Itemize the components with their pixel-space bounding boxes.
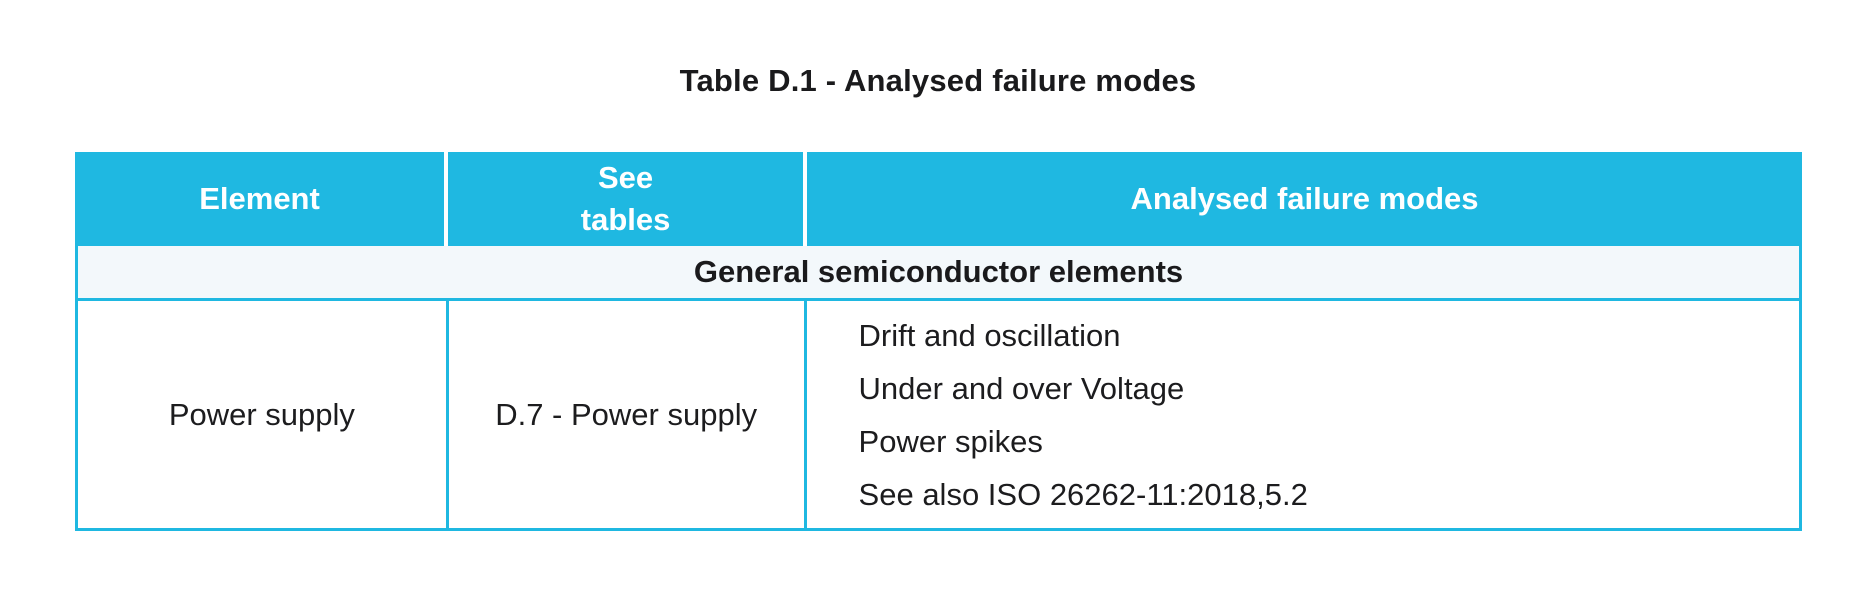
column-header-see-tables: See tables xyxy=(444,152,803,246)
column-header-element: Element xyxy=(75,152,444,246)
column-header-label: Analysed failure modes xyxy=(1130,181,1479,216)
column-header-label-line: tables xyxy=(580,202,671,237)
cell-failure-modes: Drift and oscillation Under and over Vol… xyxy=(803,301,1799,528)
table-header-row: Element See tables Analysed failure mode… xyxy=(75,152,1802,246)
column-header-label: Element xyxy=(199,181,320,216)
failure-mode-item: Under and over Voltage xyxy=(858,370,1185,406)
cell-element: Power supply xyxy=(168,396,355,432)
failure-mode-item: Drift and oscillation xyxy=(858,317,1121,353)
column-header-analysed-failure-modes: Analysed failure modes xyxy=(803,152,1802,246)
failure-mode-item: Power spikes xyxy=(858,423,1043,459)
table-row: Power supply D.7 - Power supply Drift an… xyxy=(78,301,1799,528)
table-caption: Table D.1 - Analysed failure modes xyxy=(679,63,1197,98)
failure-modes-table: Element See tables Analysed failure mode… xyxy=(75,152,1802,531)
section-header-row: General semiconductor elements xyxy=(78,246,1799,301)
failure-mode-item: See also ISO 26262-11:2018,5.2 xyxy=(858,476,1308,512)
column-header-label-line: See xyxy=(597,160,654,195)
cell-see-tables: D.7 - Power supply xyxy=(445,301,804,528)
